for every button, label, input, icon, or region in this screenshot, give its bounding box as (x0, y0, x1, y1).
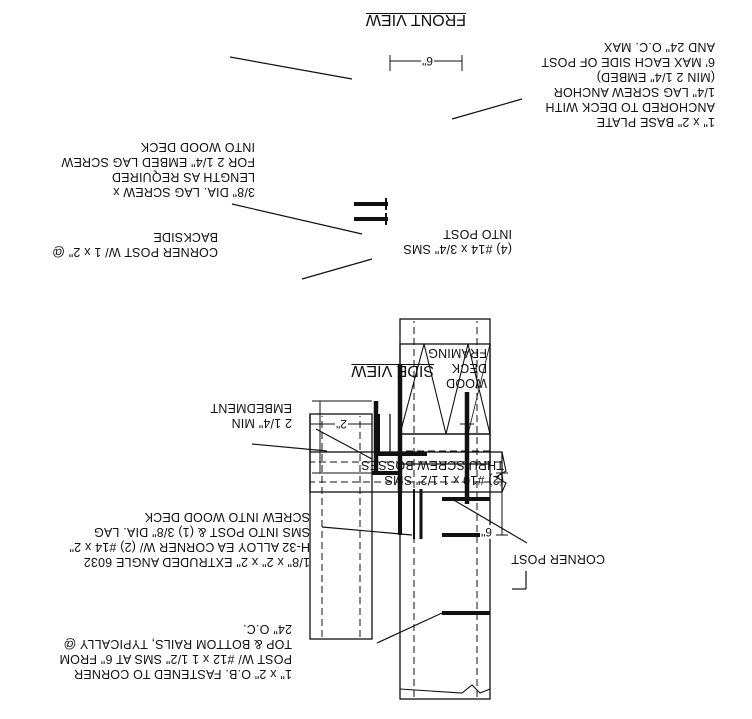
front-corner-post (309, 413, 373, 640)
side-dim-6in: 6" (480, 525, 493, 539)
side-extruded-angle (372, 471, 402, 535)
side-view-title: SIDE VIEW (351, 362, 434, 379)
side-note-corner-post: CORNER POST (511, 552, 605, 566)
leaders (229, 56, 528, 644)
front-dim-6in: 6" (421, 54, 434, 68)
side-view-drawing (312, 318, 508, 700)
front-dim-2in: 2" (335, 417, 348, 431)
front-view-title: FRONT VIEW (365, 11, 466, 28)
front-note-corner-post: CORNER POST W/ 1 x 2" @BACKSIDE (52, 230, 218, 259)
